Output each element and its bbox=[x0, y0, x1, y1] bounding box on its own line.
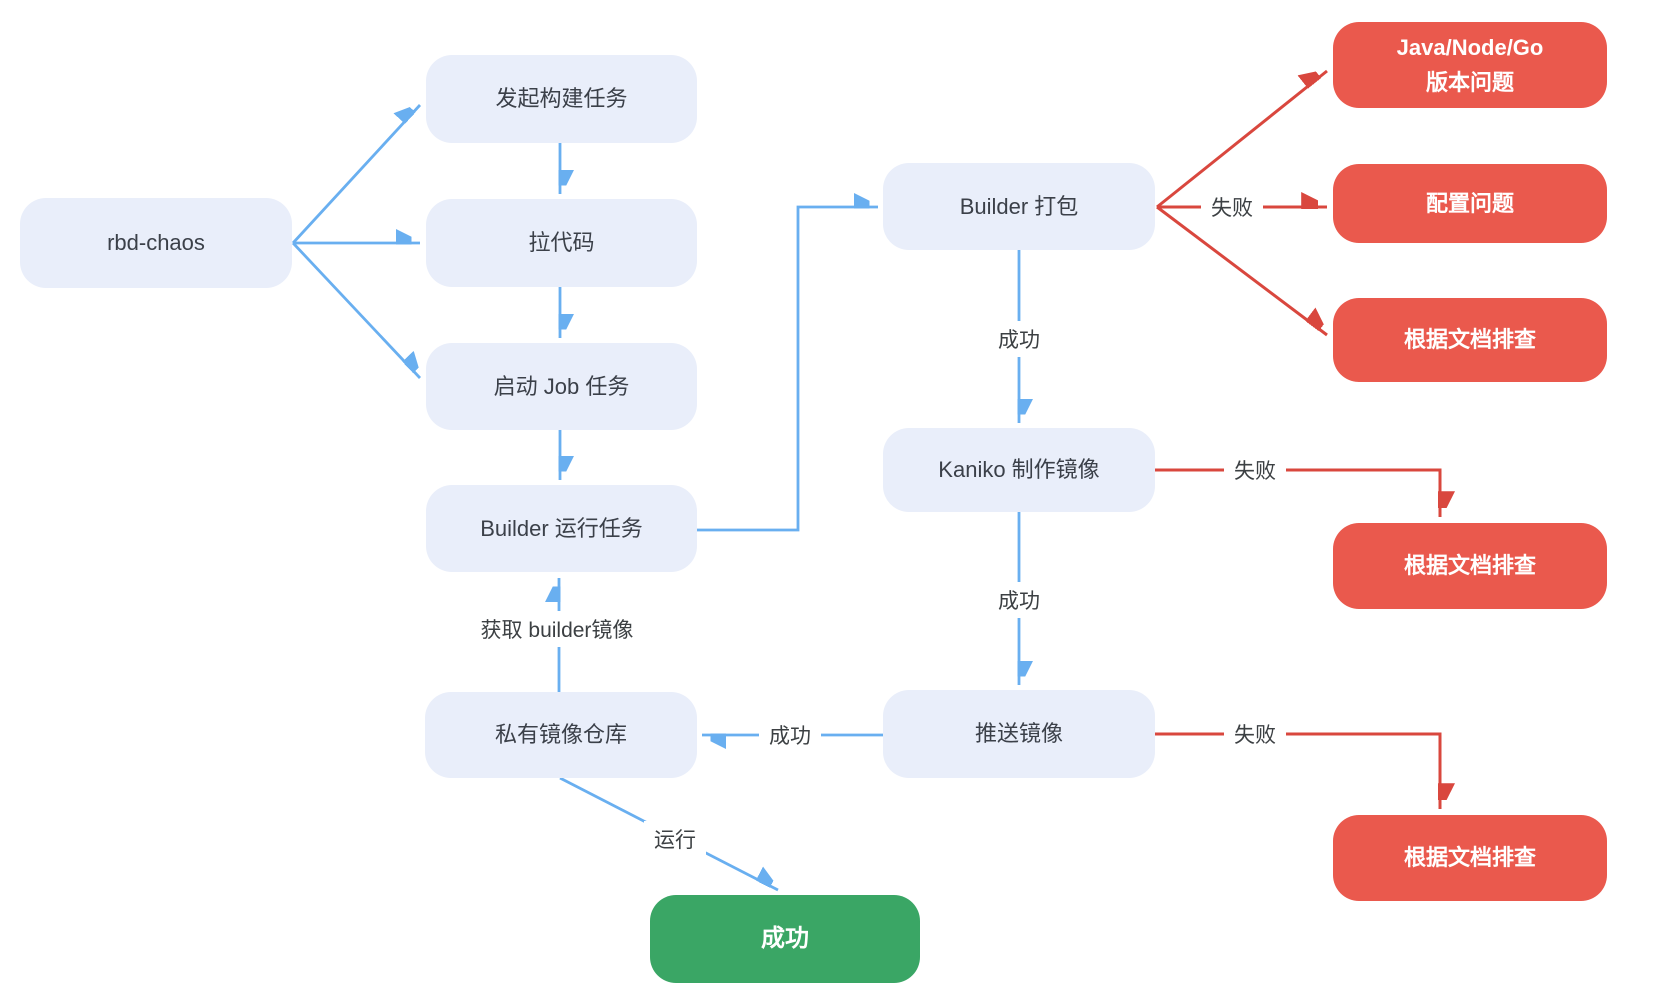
node-pull-code: 拉代码 bbox=[426, 199, 697, 287]
node-error-version-problem: Java/Node/Go 版本问题 bbox=[1333, 22, 1607, 108]
edge-label-fail-2: 失败 bbox=[1224, 452, 1286, 488]
node-kaniko-build-image: Kaniko 制作镜像 bbox=[883, 428, 1155, 512]
node-private-image-registry: 私有镜像仓库 bbox=[425, 692, 697, 778]
edge-start-to-t1 bbox=[291, 105, 422, 244]
node-final-success: 成功 bbox=[650, 895, 920, 983]
node-push-image: 推送镜像 bbox=[883, 690, 1155, 778]
edge-t4-to-b1 bbox=[697, 207, 878, 532]
edge-b1-to-err-version bbox=[1156, 71, 1328, 209]
node-builder-package: Builder 打包 bbox=[883, 163, 1155, 250]
node-error-config-problem: 配置问题 bbox=[1333, 164, 1607, 243]
node-error-check-docs-3: 根据文档排查 bbox=[1333, 815, 1607, 901]
node-rbd-chaos: rbd-chaos bbox=[20, 198, 292, 288]
edge-label-fail-3: 失败 bbox=[1224, 716, 1286, 752]
edge-label-run: 运行 bbox=[644, 821, 706, 857]
edge-b1-to-err-doc1 bbox=[1156, 205, 1327, 337]
edge-b3-to-err-doc3 bbox=[1155, 732, 1440, 809]
edge-label-fail-1: 失败 bbox=[1201, 189, 1263, 225]
edge-label-success-2: 成功 bbox=[988, 582, 1050, 618]
edge-label-fetch-builder-image: 获取 builder镜像 bbox=[470, 611, 644, 647]
edge-start-to-t3 bbox=[291, 242, 420, 379]
node-builder-run-task: Builder 运行任务 bbox=[426, 485, 697, 572]
edge-label-success-3: 成功 bbox=[759, 717, 821, 753]
edge-label-success-1: 成功 bbox=[988, 321, 1050, 357]
node-error-check-docs-1: 根据文档排查 bbox=[1333, 298, 1607, 382]
node-initiate-build-task: 发起构建任务 bbox=[426, 55, 697, 143]
node-start-job-task: 启动 Job 任务 bbox=[426, 343, 697, 430]
node-error-check-docs-2: 根据文档排查 bbox=[1333, 523, 1607, 609]
edge-b2-to-err-doc2 bbox=[1155, 468, 1440, 517]
